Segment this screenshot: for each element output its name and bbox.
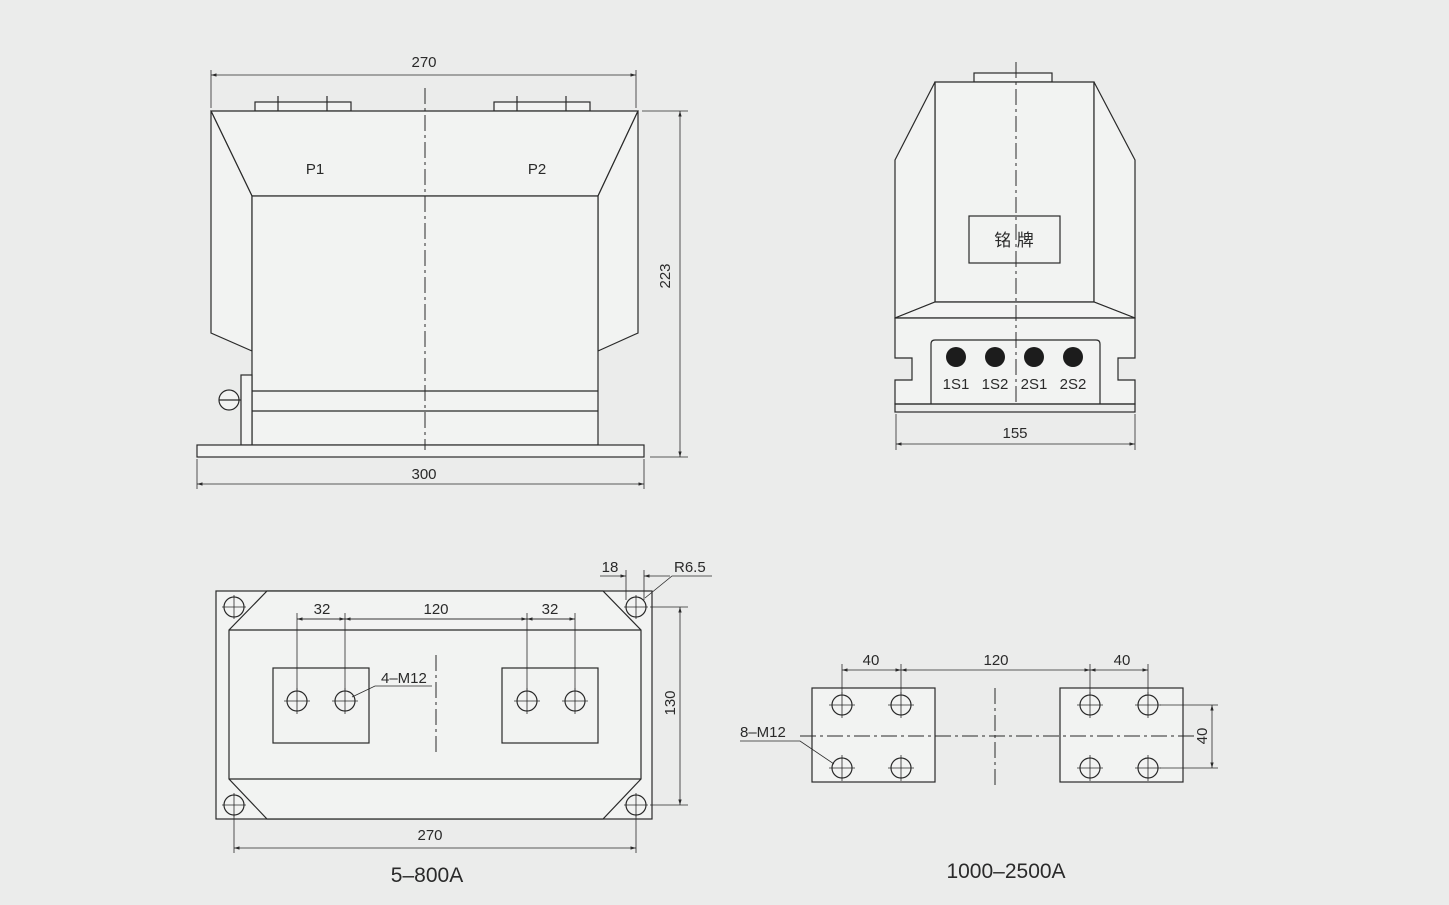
side-top-cap <box>973 72 1053 83</box>
dim-32-right: 32 <box>542 601 559 618</box>
dim-32-left: 32 <box>314 601 331 618</box>
terminal-2s2-icon <box>1063 347 1083 367</box>
terminal-label-p1: P1 <box>306 161 324 178</box>
dim-40-vertical: 40 <box>1194 728 1211 745</box>
dim-130: 130 <box>662 690 679 715</box>
corner-hole-icon <box>624 595 648 619</box>
terminal-pad-left <box>272 667 370 744</box>
plan-view-small: 32 120 32 4–M12 18 R6.5 130 270 5–800A <box>215 559 712 887</box>
terminal-2s1-icon <box>1024 347 1044 367</box>
front-view: 270 223 300 P1 P2 <box>196 54 688 489</box>
terminal-label-p2: P2 <box>528 161 546 178</box>
bolt-hole-icon <box>514 688 540 714</box>
bolt-leader <box>351 685 432 698</box>
nameplate-label: 铭 牌 <box>994 231 1033 251</box>
bolt-hole-icon <box>284 688 310 714</box>
caption-1000-2500a: 1000–2500A <box>946 860 1065 883</box>
terminal-bar-p1 <box>254 101 352 112</box>
terminal-label-2s1: 2S1 <box>1021 376 1048 393</box>
side-shoulder <box>894 301 1136 319</box>
dim-120: 120 <box>423 601 448 618</box>
dim-height-223: 223 <box>657 263 674 288</box>
dim-width-155: 155 <box>1002 425 1027 442</box>
dim-40-right: 40 <box>1114 652 1131 669</box>
terminal-label-2s2: 2S2 <box>1060 376 1087 393</box>
terminal-pad-right <box>501 667 599 744</box>
bolt-hole-icon <box>888 755 914 781</box>
terminal-bar-p2 <box>493 101 591 112</box>
terminal-label-1s2: 1S2 <box>982 376 1009 393</box>
bolt-hole-icon <box>1077 692 1103 718</box>
side-core <box>934 81 1095 303</box>
bolt-hole-icon <box>562 688 588 714</box>
side-base <box>894 403 1136 413</box>
terminal-1s2-icon <box>985 347 1005 367</box>
side-view: 铭 牌 1S1 1S2 2S1 2S2 155 <box>894 62 1136 450</box>
ground-plate <box>240 374 253 446</box>
dim-base-300: 300 <box>411 466 436 483</box>
dim-270-bottom: 270 <box>417 827 442 844</box>
front-base <box>196 444 645 458</box>
bolt-hole-icon <box>1135 755 1161 781</box>
bolt-hole-icon <box>888 692 914 718</box>
dim-120-large: 120 <box>983 652 1008 669</box>
dim-r6-5: R6.5 <box>674 559 706 576</box>
bolt-label-4m12: 4–M12 <box>381 670 427 687</box>
corner-hole-icon <box>222 595 246 619</box>
plan-view-large: 40 120 40 8–M12 40 1000–2500A <box>740 652 1218 883</box>
side-right-flank <box>1093 81 1136 319</box>
bolt-label-8m12: 8–M12 <box>740 724 786 741</box>
dim-40-left: 40 <box>863 652 880 669</box>
bolt-hole-icon <box>332 688 358 714</box>
caption-5-800a: 5–800A <box>391 864 463 887</box>
bolt-leader <box>740 740 835 765</box>
terminal-1s1-icon <box>946 347 966 367</box>
bolt-hole-icon <box>829 692 855 718</box>
bolt-hole-icon <box>1077 755 1103 781</box>
bolt-hole-icon <box>829 755 855 781</box>
side-left-flank <box>894 81 936 319</box>
plan-small-body <box>228 590 642 820</box>
dim-18: 18 <box>602 559 619 576</box>
nameplate <box>968 215 1061 264</box>
radius-leader <box>644 575 712 599</box>
dim-top-270: 270 <box>411 54 436 71</box>
bolt-hole-icon <box>1135 692 1161 718</box>
terminal-label-1s1: 1S1 <box>943 376 970 393</box>
